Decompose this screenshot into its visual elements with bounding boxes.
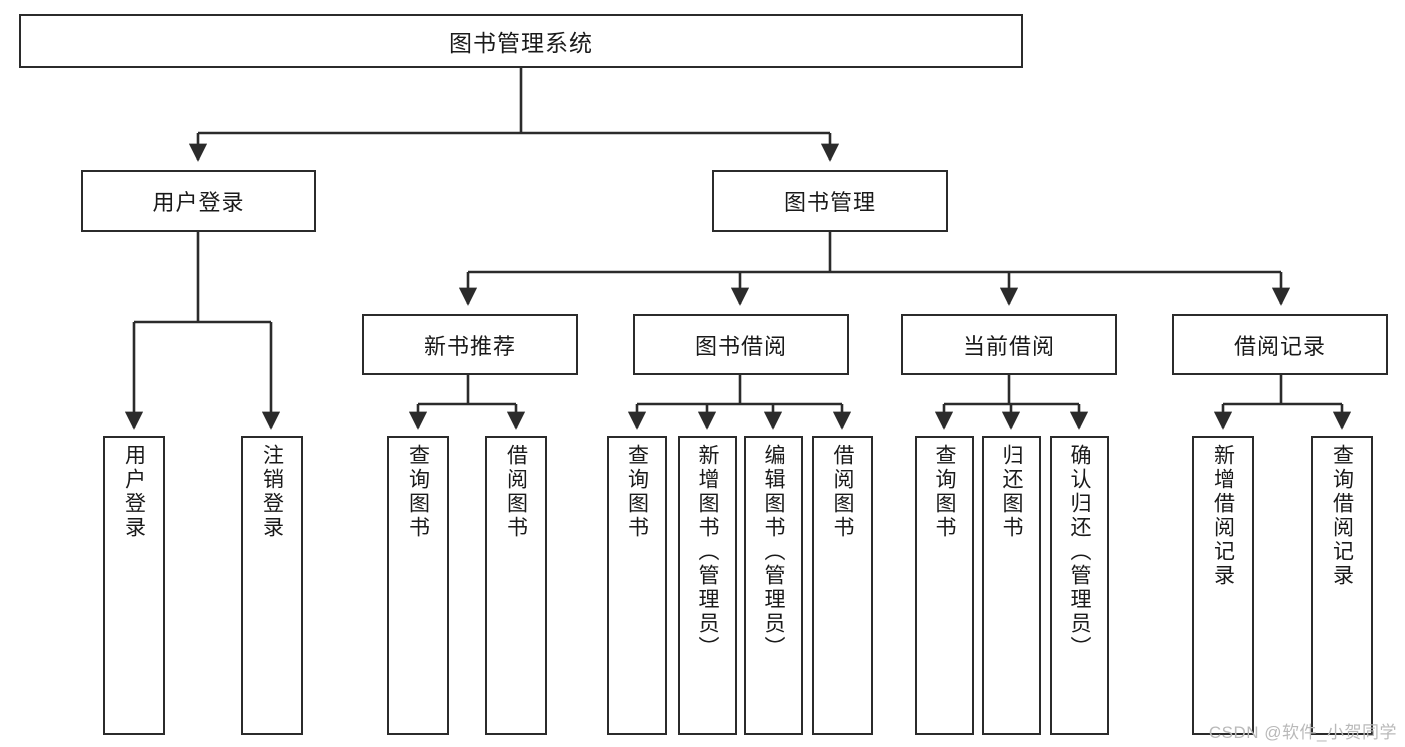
leaf-query-books-recommend[interactable]: 查询图书 (387, 436, 449, 735)
leaf-label: 新增图书（管理员） (696, 444, 719, 660)
leaf-label: 确认归还（管理员） (1068, 444, 1091, 660)
leaf-label: 查询图书 (625, 444, 649, 540)
node-root-system[interactable]: 图书管理系统 (19, 14, 1023, 68)
node-label: 借阅记录 (1233, 333, 1326, 359)
leaf-label: 查询图书 (406, 444, 430, 540)
leaf-query-borrow-record[interactable]: 查询借阅记录 (1311, 436, 1373, 735)
node-label: 用户登录 (152, 190, 245, 215)
leaf-label: 借阅图书 (504, 444, 528, 540)
leaf-borrow-books-recommend[interactable]: 借阅图书 (485, 436, 547, 735)
leaf-query-books-current[interactable]: 查询图书 (915, 436, 974, 735)
watermark: CSDN @软件_小贺同学 (1208, 723, 1397, 742)
leaf-label: 编辑图书（管理员） (762, 444, 785, 660)
node-label: 图书管理系统 (449, 30, 593, 56)
node-label: 当前借阅 (962, 333, 1055, 359)
leaf-return-book[interactable]: 归还图书 (982, 436, 1041, 735)
node-borrow-records[interactable]: 借阅记录 (1172, 314, 1388, 375)
node-new-book-recommend[interactable]: 新书推荐 (362, 314, 578, 375)
leaf-label: 用户登录 (122, 444, 146, 540)
leaf-logout[interactable]: 注销登录 (241, 436, 303, 735)
leaf-user-login[interactable]: 用户登录 (103, 436, 165, 735)
node-label: 新书推荐 (423, 333, 516, 359)
leaf-label: 新增借阅记录 (1211, 444, 1235, 588)
leaf-label: 查询图书 (933, 444, 956, 540)
leaf-edit-book-admin[interactable]: 编辑图书（管理员） (744, 436, 803, 735)
leaf-label: 归还图书 (1000, 444, 1023, 540)
node-label: 图书管理 (783, 190, 876, 215)
node-current-borrow[interactable]: 当前借阅 (901, 314, 1117, 375)
node-book-borrow[interactable]: 图书借阅 (633, 314, 849, 375)
leaf-label: 借阅图书 (831, 444, 854, 540)
leaf-add-book-admin[interactable]: 新增图书（管理员） (678, 436, 737, 735)
leaf-label: 查询借阅记录 (1330, 444, 1354, 588)
leaf-query-books-borrow[interactable]: 查询图书 (607, 436, 667, 735)
leaf-label: 注销登录 (260, 444, 284, 540)
node-label: 图书借阅 (694, 333, 787, 359)
node-user-login[interactable]: 用户登录 (81, 170, 316, 232)
leaf-borrow-book[interactable]: 借阅图书 (812, 436, 873, 735)
leaf-add-borrow-record[interactable]: 新增借阅记录 (1192, 436, 1254, 735)
node-book-management[interactable]: 图书管理 (712, 170, 948, 232)
leaf-confirm-return-admin[interactable]: 确认归还（管理员） (1050, 436, 1109, 735)
